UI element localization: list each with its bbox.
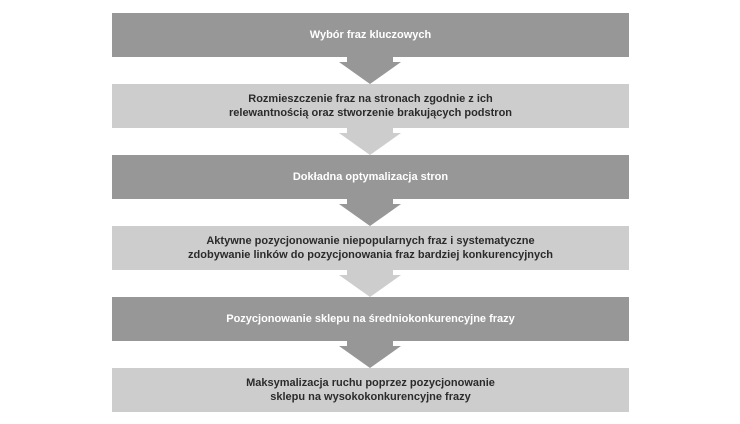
- flow-step-4: Aktywne pozycjonowanie niepopularnych fr…: [112, 226, 629, 270]
- step-label: Rozmieszczenie fraz na stronach zgodnie …: [228, 93, 513, 119]
- flow-step-2: Rozmieszczenie fraz na stronach zgodnie …: [112, 84, 629, 128]
- flow-step-3: Dokładna optymalizacja stron: [112, 155, 629, 199]
- arrow-down-icon: [339, 128, 401, 155]
- flow-step-6: Maksymalizacja ruchu poprzez pozycjonowa…: [112, 368, 629, 412]
- arrow-down-icon: [339, 270, 401, 297]
- step-label: Pozycjonowanie sklepu na średniokonkuren…: [226, 313, 515, 325]
- flow-step-5: Pozycjonowanie sklepu na średniokonkuren…: [112, 297, 629, 341]
- flow-step-1: Wybór fraz kluczowych: [112, 13, 629, 57]
- arrow-down-icon: [339, 199, 401, 226]
- step-label: Maksymalizacja ruchu poprzez pozycjonowa…: [246, 377, 495, 403]
- step-label: Wybór fraz kluczowych: [309, 29, 432, 41]
- arrow-down-icon: [339, 57, 401, 84]
- step-label: Dokładna optymalizacja stron: [292, 171, 449, 183]
- arrow-down-icon: [339, 341, 401, 368]
- step-label: Aktywne pozycjonowanie niepopularnych fr…: [188, 235, 553, 261]
